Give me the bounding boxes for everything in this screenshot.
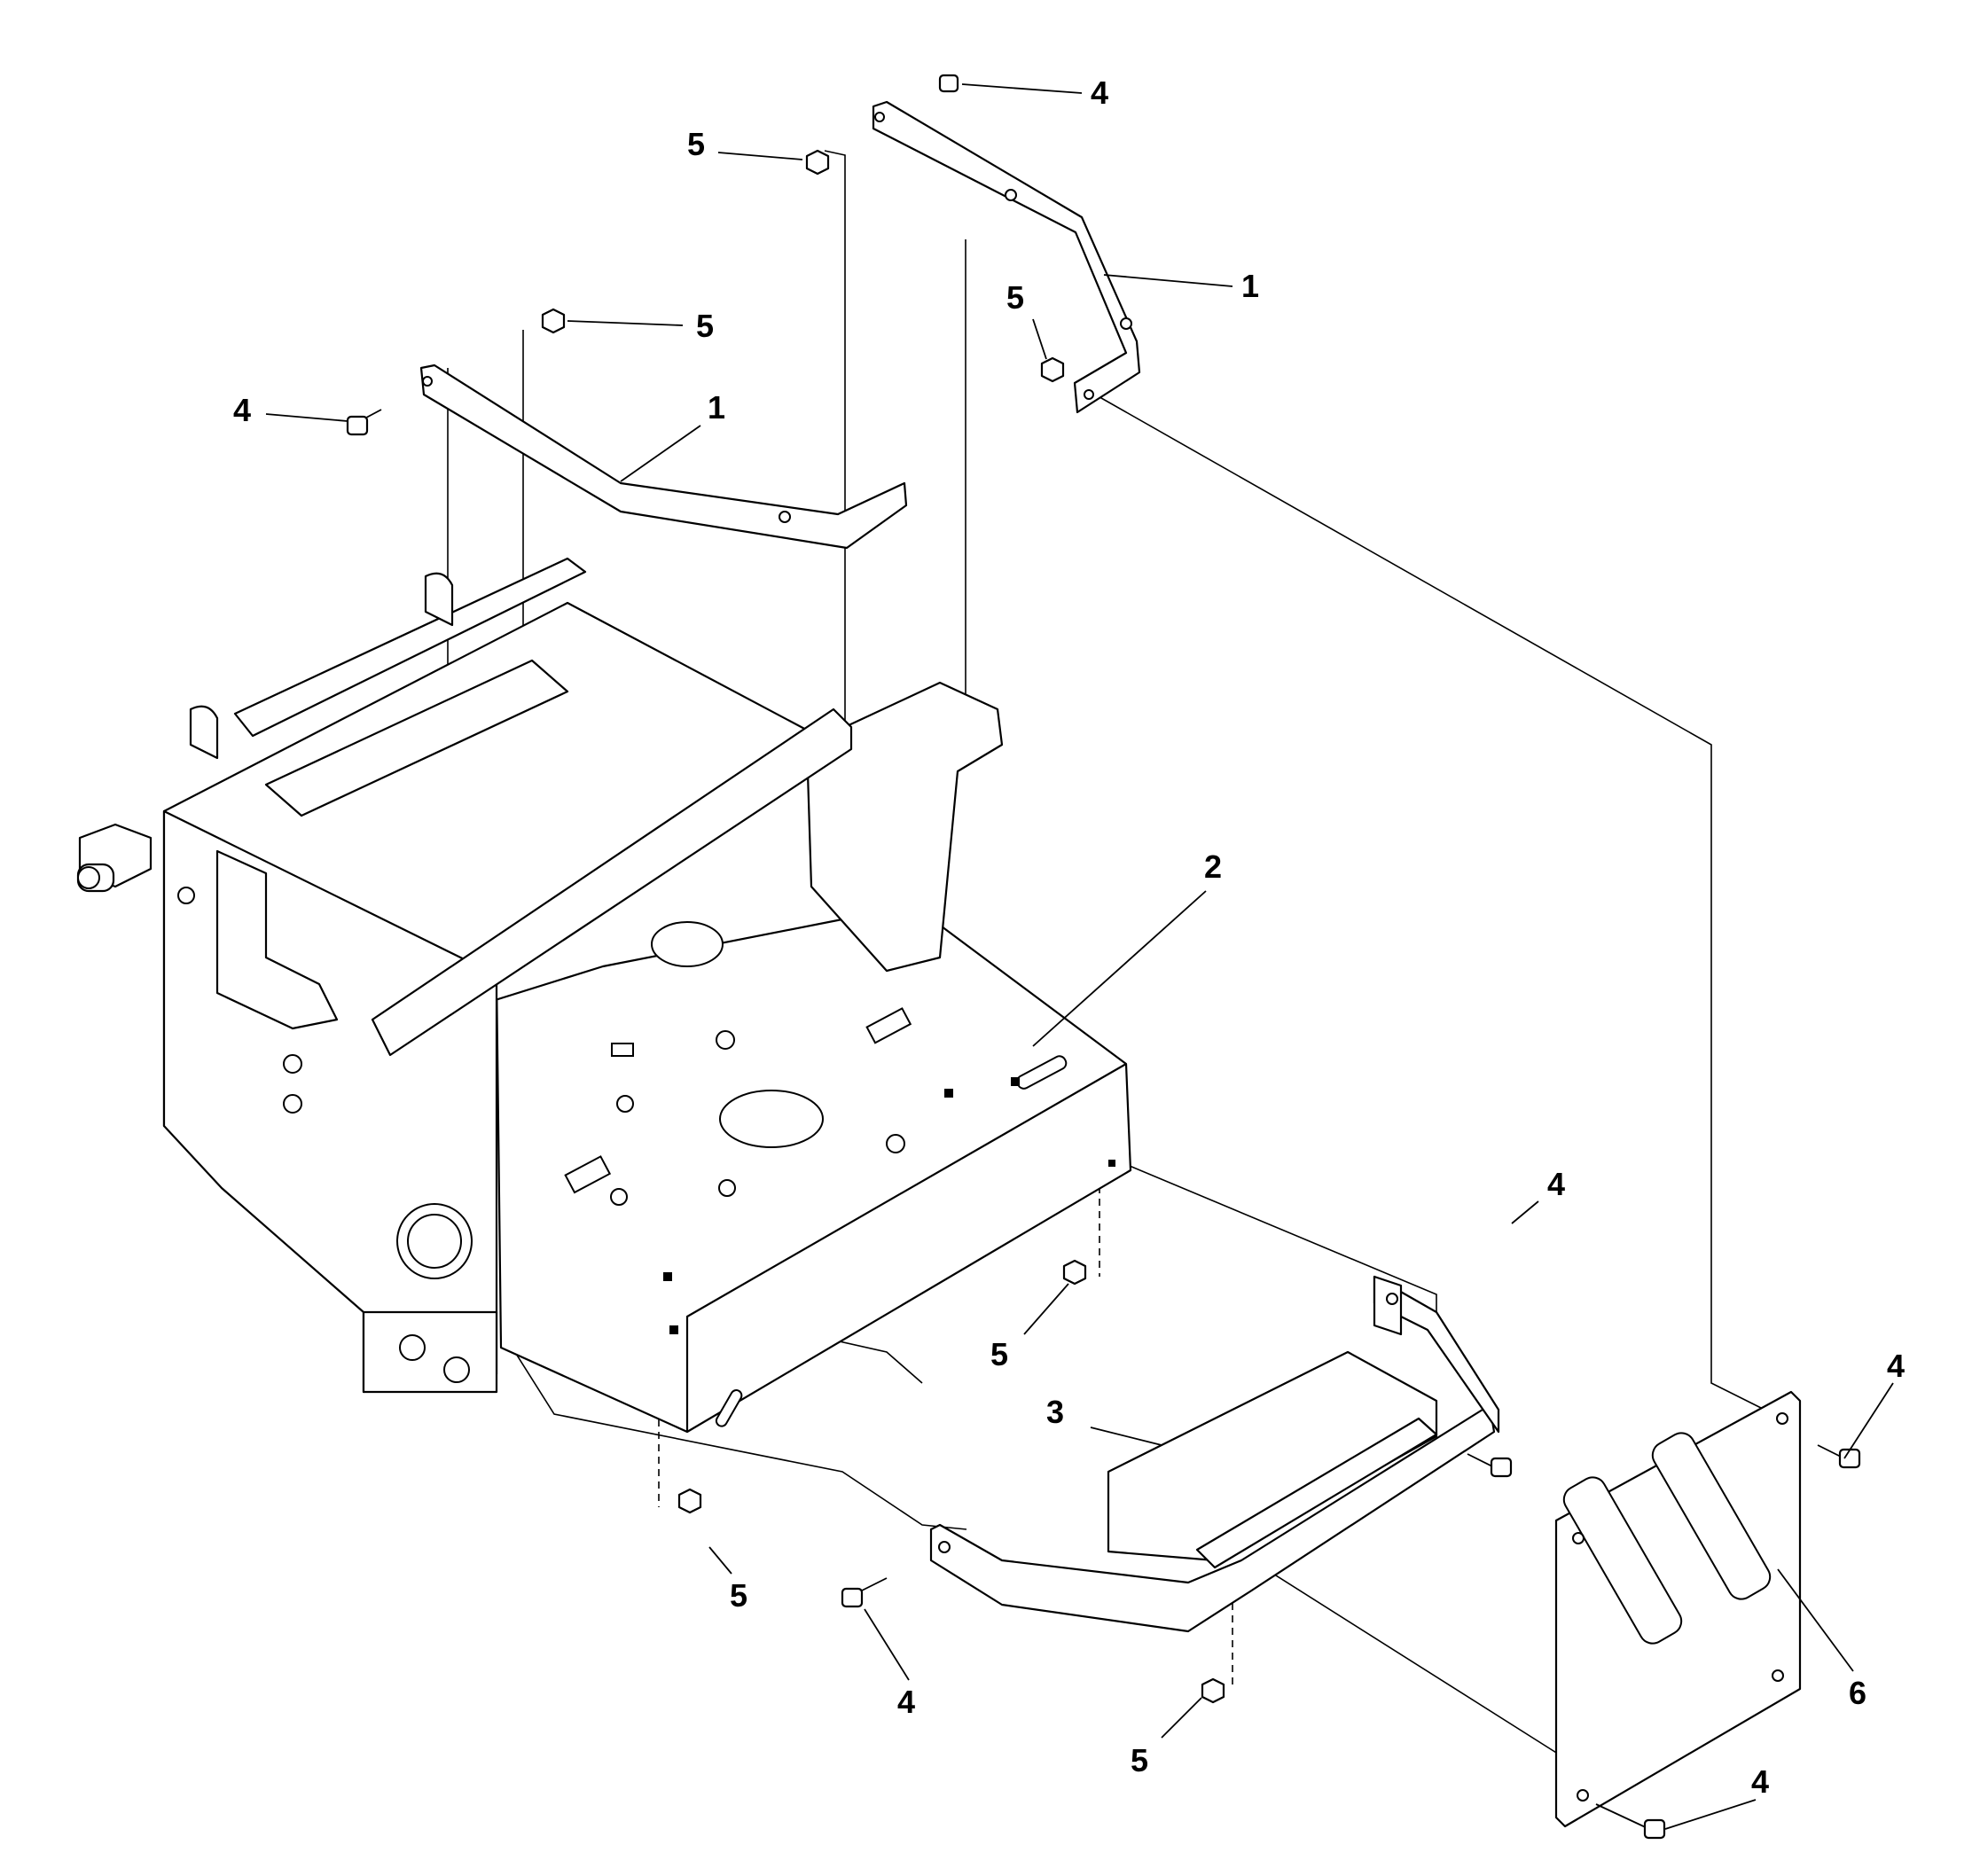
callout-4: 4 — [1887, 1348, 1905, 1384]
callout-1: 1 — [1241, 268, 1259, 304]
rear-upright-plate — [805, 681, 1004, 973]
bolt-icon — [1817, 1444, 1861, 1469]
callout-4: 4 — [1091, 74, 1108, 111]
nut-icon — [677, 1488, 702, 1514]
top-crossbar — [371, 707, 853, 1057]
bolt-icon — [346, 409, 382, 436]
callout-6: 6 — [1849, 1675, 1866, 1711]
callout-5: 5 — [990, 1336, 1008, 1372]
callout-5: 5 — [1006, 279, 1024, 316]
callout-3: 3 — [1046, 1394, 1064, 1430]
nut-icon — [1062, 1259, 1087, 1286]
callout-5: 5 — [1131, 1742, 1148, 1778]
deck-oval-slot — [719, 1090, 824, 1148]
bolt-icon — [1467, 1453, 1513, 1478]
callout-5: 5 — [687, 126, 705, 162]
main-frame — [76, 557, 1132, 1434]
nut-icon — [1201, 1677, 1225, 1704]
side-rail — [233, 557, 587, 738]
mount-ear — [424, 572, 454, 627]
nut-icon — [1040, 356, 1065, 383]
lower-brace-plate — [1107, 1350, 1438, 1562]
callout-4: 4 — [1751, 1763, 1769, 1800]
front-window — [215, 849, 339, 1030]
callout-4: 4 — [897, 1684, 915, 1720]
lower-brace — [929, 1275, 1500, 1633]
bolts — [346, 74, 1861, 1840]
callout-1: 1 — [708, 389, 725, 426]
upper-brace-left — [419, 363, 908, 550]
callout-4: 4 — [233, 392, 251, 428]
upper-window — [264, 659, 569, 817]
access-plate — [1554, 1390, 1802, 1828]
callout-4: 4 — [1547, 1166, 1565, 1202]
leader-lines — [265, 83, 1894, 1830]
bolt-icon — [938, 74, 959, 93]
bolt-icon — [1595, 1803, 1666, 1840]
nut-icon — [541, 308, 566, 334]
callout-5: 5 — [730, 1577, 747, 1614]
nut-icon — [805, 149, 830, 176]
lower-mount-block — [362, 1310, 498, 1394]
lower-brace-lip — [1195, 1417, 1438, 1569]
nuts — [541, 149, 1225, 1704]
callout-5: 5 — [696, 308, 714, 344]
callout-2: 2 — [1204, 848, 1222, 885]
upper-brace-right — [872, 100, 1141, 414]
lower-brace-tab — [1373, 1275, 1403, 1336]
bolt-icon — [841, 1577, 888, 1608]
mount-ear — [189, 705, 219, 760]
callout-labels: 4 5 1 5 5 4 1 2 4 5 4 3 5 4 6 5 4 — [233, 74, 1905, 1800]
